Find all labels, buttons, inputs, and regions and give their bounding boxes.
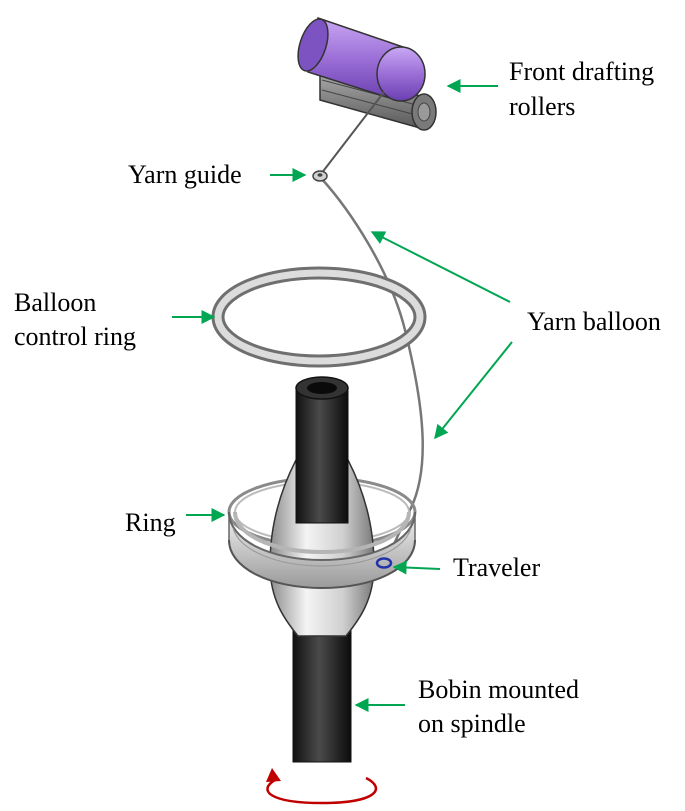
traveler (375, 557, 393, 569)
label-yarn-balloon: Yarn balloon (527, 307, 661, 336)
bobbin (269, 376, 375, 763)
rotation-arrow-head (266, 768, 281, 782)
label-bobin-line1: Bobin mounted (418, 675, 580, 704)
yarn-upper-segment (320, 91, 385, 175)
label-bobin-line2: on spindle (418, 709, 526, 738)
label-ring: Ring (125, 508, 176, 537)
arrow-traveler (392, 560, 441, 575)
label-traveler: Traveler (453, 553, 541, 582)
label-yarn-guide: Yarn guide (128, 160, 242, 189)
balloon-control-ring (211, 266, 427, 368)
label-balloon-control-line1: Balloon (14, 288, 97, 317)
spindle-rotation-arrow (266, 776, 378, 805)
top-roller (297, 17, 426, 102)
label-front-drafting-line2: rollers (509, 92, 576, 121)
yarn-guide (312, 170, 328, 182)
label-balloon-control-line2: control ring (14, 322, 137, 351)
arrow-yarn-balloon-upper (370, 231, 511, 303)
label-arrows (172, 79, 513, 712)
arrow-yarn-balloon-lower (434, 341, 513, 440)
front-drafting-rollers (297, 17, 437, 131)
label-front-drafting-line1: Front drafting (509, 57, 655, 86)
